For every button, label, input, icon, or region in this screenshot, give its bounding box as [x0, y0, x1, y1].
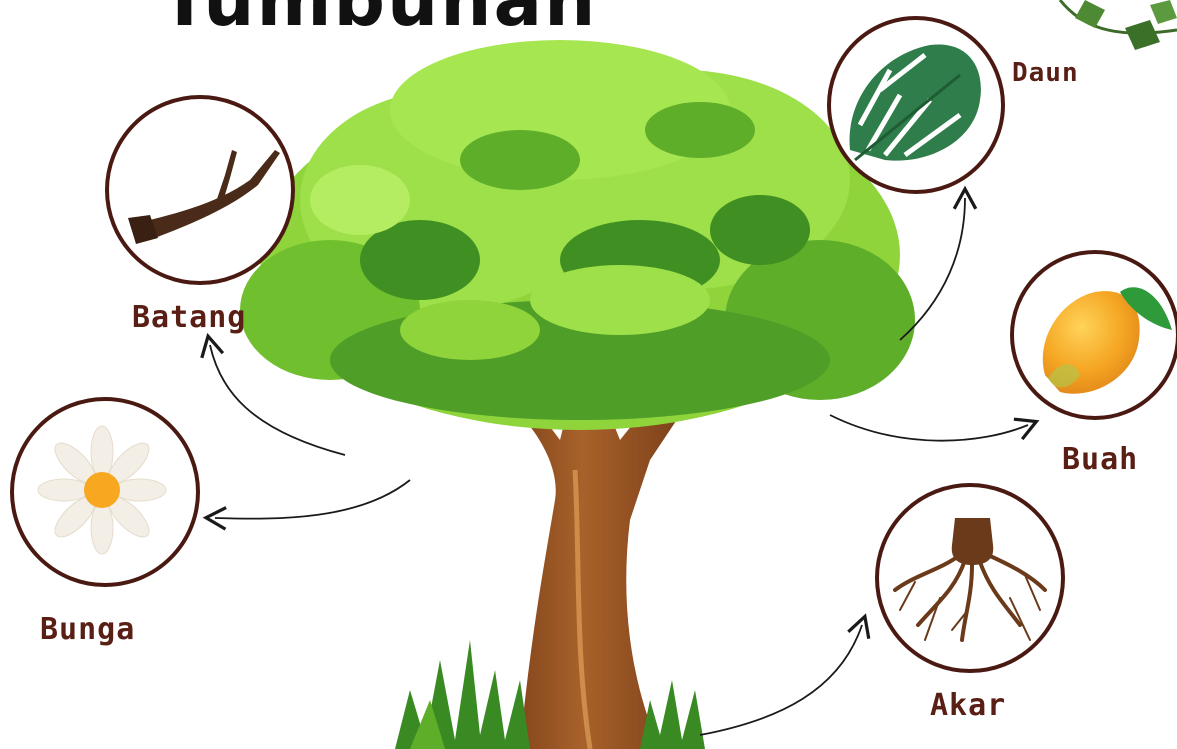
label-buah: Buah — [1062, 442, 1138, 477]
label-bunga: Bunga — [40, 612, 135, 647]
batang-circle — [107, 97, 293, 283]
arrow-to-akar — [700, 625, 862, 735]
bunga-circle — [12, 399, 198, 585]
label-akar: Akar — [930, 688, 1006, 723]
ivy-leaves-icon — [1060, 0, 1177, 50]
akar-circle — [877, 485, 1063, 671]
buah-circle — [1012, 252, 1177, 418]
daun-circle — [829, 18, 1003, 192]
arrow-to-buah — [830, 415, 1028, 441]
label-daun: Daun — [1012, 58, 1079, 88]
label-batang: Batang — [132, 300, 246, 335]
arrow-to-bunga — [215, 480, 410, 519]
tree-icon — [240, 40, 915, 749]
daisy-icon — [38, 426, 166, 554]
